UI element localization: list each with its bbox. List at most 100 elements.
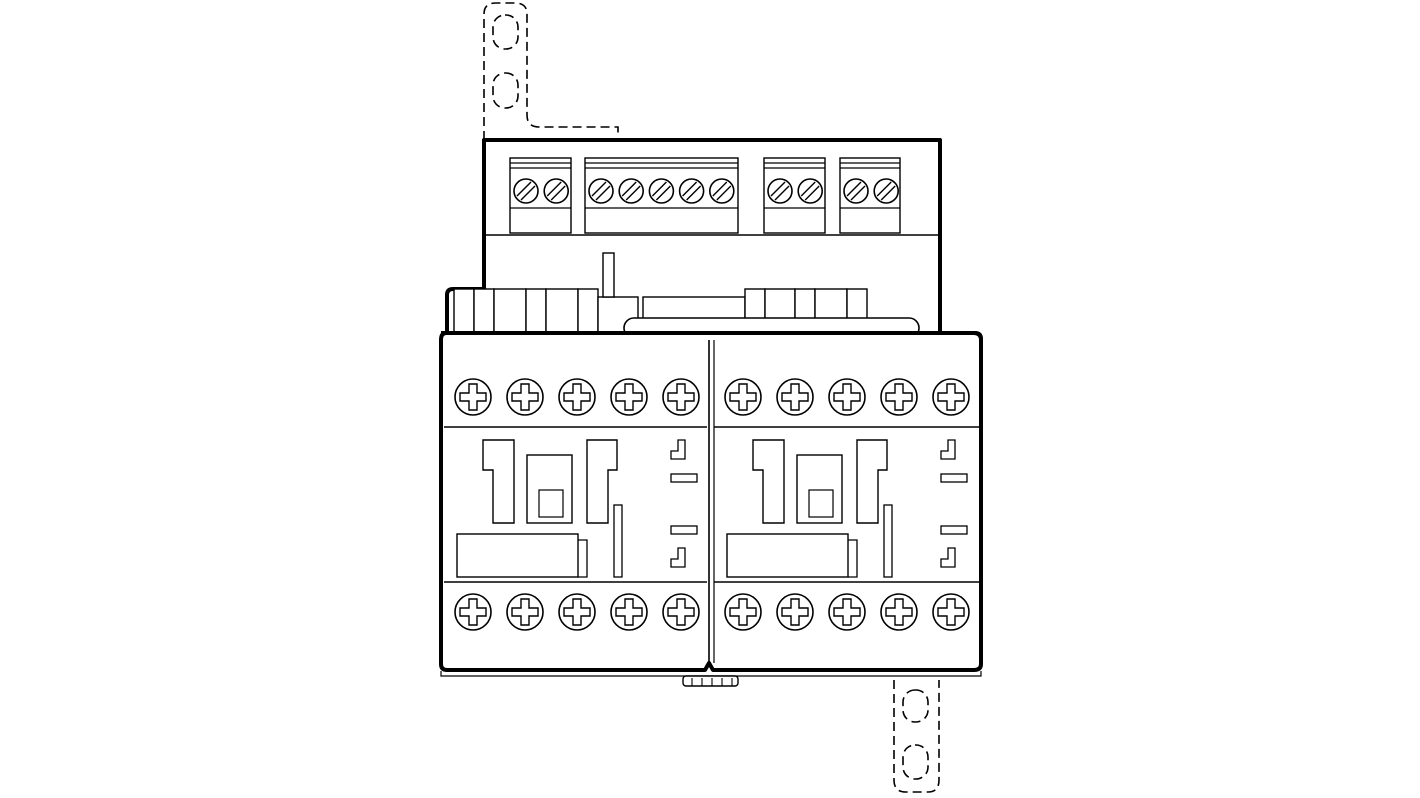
contactor-pair-outline	[439, 331, 983, 672]
screw-head	[843, 178, 869, 204]
screw-slot-line	[591, 181, 607, 197]
slotted-screw-icon	[513, 178, 539, 204]
screw-head	[513, 178, 539, 204]
screw-slot-line	[651, 181, 667, 197]
spring-rod	[613, 504, 623, 578]
control-terminal-block	[509, 157, 901, 234]
label-plate	[726, 533, 849, 578]
screw-cross-recess	[833, 383, 861, 411]
screw-slot-line	[712, 181, 728, 197]
phillips-screw-icon	[454, 378, 492, 416]
slotted-screw-icon	[648, 178, 675, 204]
interlock-rib	[545, 288, 579, 340]
screw-slot-line	[800, 181, 816, 197]
phillips-screw-icon	[932, 593, 970, 631]
phillips-screw-icon	[506, 378, 544, 416]
screw-slot-line	[682, 181, 698, 197]
spring-rod	[883, 504, 893, 578]
screw-cross-recess	[563, 383, 591, 411]
screw-cross-recess	[781, 383, 809, 411]
phillips-screw-icon	[932, 378, 970, 416]
slot-marker	[940, 525, 968, 535]
top-bracket-hole	[492, 14, 519, 50]
label-plate-edge	[848, 539, 858, 578]
screw-slot-line	[880, 185, 896, 201]
slot-marker	[940, 473, 968, 483]
slotted-screw-icon	[767, 178, 793, 204]
screw-cross-recess	[833, 598, 861, 626]
screw-slot-line	[850, 185, 866, 201]
screw-slot-line	[516, 181, 532, 197]
bottom-bracket-hole	[902, 689, 929, 723]
screw-slot-line	[655, 185, 671, 201]
screw-cross-recess	[459, 598, 487, 626]
bottom-bracket-hole	[902, 744, 929, 780]
auxiliary-window	[526, 454, 573, 524]
coil-terminal-marker	[670, 439, 686, 460]
din-clip-body	[682, 675, 739, 687]
top-mounting-bracket	[483, 2, 619, 140]
slotted-screw-icon	[543, 178, 570, 204]
screw-cross-recess	[729, 598, 757, 626]
screw-slot-line	[686, 185, 702, 201]
top-bracket-hole	[492, 72, 519, 109]
screw-cross-recess	[459, 383, 487, 411]
screw-slot-line	[716, 185, 732, 201]
contactor-pair	[439, 331, 983, 687]
screw-slot-line	[774, 185, 790, 201]
screw-cross-recess	[667, 383, 695, 411]
phillips-screw-icon	[610, 378, 648, 416]
slotted-screw-icon	[708, 178, 735, 204]
terminal-strip	[839, 157, 901, 234]
slotted-screw-icon	[873, 178, 900, 204]
coil-terminal-marker	[940, 439, 956, 460]
screw-cross-recess	[781, 598, 809, 626]
screw-slot-line	[876, 181, 892, 197]
contactor-unit	[714, 378, 979, 631]
phillips-screw-icon	[506, 593, 544, 631]
phillips-screw-icon	[776, 593, 814, 631]
screw-cross-recess	[511, 383, 539, 411]
phillips-screw-icon	[828, 378, 866, 416]
contact-carrier-right	[586, 439, 618, 524]
screw-head	[678, 178, 705, 204]
screw-head	[767, 178, 793, 204]
screw-slot-line	[550, 185, 566, 201]
screw-cross-recess	[511, 598, 539, 626]
screw-slot-line	[804, 185, 820, 201]
screw-head	[797, 178, 824, 204]
slot-marker	[670, 525, 698, 535]
phillips-screw-icon	[828, 593, 866, 631]
screw-cross-recess	[885, 383, 913, 411]
terminal-strip	[763, 157, 826, 234]
screw-cross-recess	[885, 598, 913, 626]
interlock-left-contour	[441, 287, 484, 335]
mounting-brackets	[483, 2, 940, 793]
phillips-screw-icon	[880, 593, 918, 631]
screw-slot-line	[595, 185, 611, 201]
contactor-unit	[444, 378, 707, 631]
contact-carrier-left	[482, 439, 515, 524]
screw-slot-line	[846, 181, 862, 197]
label-plate-edge	[578, 539, 588, 578]
phillips-screw-icon	[454, 593, 492, 631]
phillips-screw-icon	[724, 378, 762, 416]
slot-marker	[670, 473, 698, 483]
auxiliary-indicator	[538, 489, 564, 518]
terminal-strip	[584, 157, 739, 234]
screw-head	[648, 178, 675, 204]
phillips-screw-icon	[662, 378, 700, 416]
screw-head	[543, 178, 570, 204]
screw-cross-recess	[667, 598, 695, 626]
slotted-screw-icon	[678, 178, 705, 204]
contact-carrier-left	[752, 439, 785, 524]
coil-terminal-marker	[940, 547, 956, 568]
screw-slot-line	[546, 181, 562, 197]
screw-head	[588, 178, 614, 204]
screw-cross-recess	[729, 383, 757, 411]
interlock-lever	[602, 252, 615, 298]
screw-head	[873, 178, 900, 204]
phillips-screw-icon	[776, 378, 814, 416]
auxiliary-indicator	[808, 489, 834, 518]
